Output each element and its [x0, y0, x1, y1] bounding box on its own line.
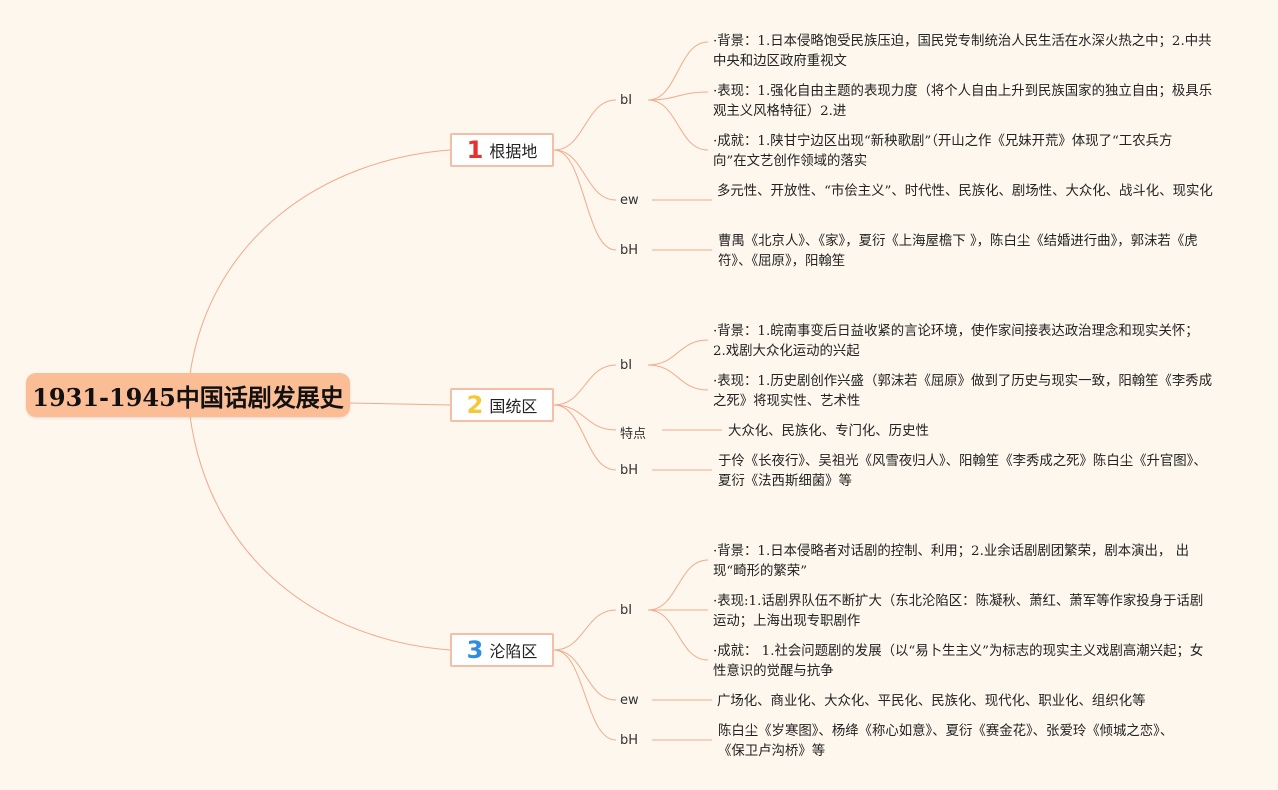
leaf-text[interactable]: ·表现：1.强化自由主题的表现力度（将个人自由上升到民族国家的独立自由；极具乐观…: [713, 84, 1213, 119]
root-link: [189, 149, 451, 375]
sub-topic[interactable]: ew: [620, 193, 639, 208]
branch-occupied-areas[interactable]: 3 沦陷区: [450, 633, 554, 667]
leaf-text[interactable]: ·背景：1.皖南事变后日益收紧的言论环境，使作家间接表达政治理念和现实关怀；2.…: [713, 324, 1199, 359]
branch-kmt-areas[interactable]: 2 国统区: [450, 388, 554, 422]
sub-topic[interactable]: bH: [620, 463, 639, 478]
root-link: [189, 415, 451, 651]
leaf-text[interactable]: 大众化、民族化、专门化、历史性: [728, 424, 929, 439]
number-3-icon: 3: [466, 636, 484, 664]
branch-link: [553, 649, 617, 701]
leaf-text[interactable]: ·背景：1.日本侵略饱受民族压迫，国民党专制统治人民生活在水深火热之中；2.中共…: [713, 34, 1212, 69]
leaf-link: [647, 99, 709, 151]
branch-base-areas[interactable]: 1 根据地: [450, 133, 554, 167]
sub-topic[interactable]: bI: [620, 93, 633, 108]
leaf-text[interactable]: 于伶《长夜行》、吴祖光《风雪夜归人》、阳翰笙《李秀成之死》陈白尘《升官图》、夏衍…: [718, 454, 1207, 489]
root-title: 1931-1945中国话剧发展史: [32, 382, 344, 412]
branch-link: [553, 404, 617, 471]
leaf-link: [647, 609, 709, 661]
leaf-link: [647, 339, 709, 366]
root-topic[interactable]: 1931-1945中国话剧发展史: [26, 373, 350, 417]
sub-topic[interactable]: ew: [620, 693, 639, 708]
branch-link: [553, 99, 617, 151]
number-2-icon: 2: [466, 391, 484, 419]
leaf-text[interactable]: ·背景：1.日本侵略者对话剧的控制、利用；2.业余话剧剧团繁荣，剧本演出， 出现…: [713, 544, 1189, 579]
number-1-icon: 1: [466, 136, 484, 164]
branch-link: [553, 149, 617, 251]
sub-topic[interactable]: bH: [620, 243, 639, 258]
leaf-link: [647, 559, 709, 611]
sub-topic[interactable]: bI: [620, 603, 633, 618]
branch-link: [553, 364, 617, 406]
leaf-text[interactable]: ·成就：1.陕甘宁边区出现“新秧歌剧”（开山之作《兄妹开荒》体现了“工农兵方向”…: [713, 134, 1173, 169]
branch-link: [553, 404, 617, 431]
leaf-text[interactable]: 广场化、商业化、大众化、平民化、民族化、现代化、职业化、组织化等: [717, 694, 1146, 709]
leaf-link: [647, 41, 709, 101]
branch-label: 国统区: [489, 397, 538, 416]
branch-label: 根据地: [489, 142, 538, 161]
branch-label: 沦陷区: [489, 642, 538, 661]
leaf-text[interactable]: ·表现:1.话剧界队伍不断扩大（东北沦陷区：陈凝秋、萧红、萧军等作家投身于话剧运…: [713, 594, 1204, 629]
leaf-link: [647, 91, 709, 101]
leaf-link: [647, 364, 709, 391]
leaf-text[interactable]: 陈白尘《岁寒图》、杨绛《称心如意》、夏衍《赛金花》、张爱玲《倾城之恋》、《保卫卢…: [718, 724, 1174, 759]
branch-link: [553, 609, 617, 651]
sub-topic[interactable]: bI: [620, 358, 633, 373]
leaf-text[interactable]: ·表现：1.历史剧创作兴盛（郭沫若《屈原》做到了历史与现实一致，阳翰笙《李秀成之…: [713, 374, 1213, 409]
leaf-text[interactable]: ·成就： 1.社会问题剧的发展（以“易卜生主义”为标志的现实主义戏剧高潮兴起；女…: [713, 644, 1204, 679]
branch-link: [553, 649, 617, 741]
branch-link: [553, 149, 617, 201]
root-link: [349, 402, 451, 406]
leaf-text[interactable]: 曹禺《北京人》、《家》，夏衍《上海屋檐下 》，陈白尘《结婚进行曲》，郭沫若《虎符…: [718, 234, 1198, 269]
leaf-text[interactable]: 多元性、开放性、“市侩主义”、时代性、民族化、剧场性、大众化、战斗化、现实化: [717, 184, 1213, 199]
sub-topic[interactable]: bH: [620, 733, 639, 748]
sub-topic[interactable]: 特点: [620, 427, 647, 442]
